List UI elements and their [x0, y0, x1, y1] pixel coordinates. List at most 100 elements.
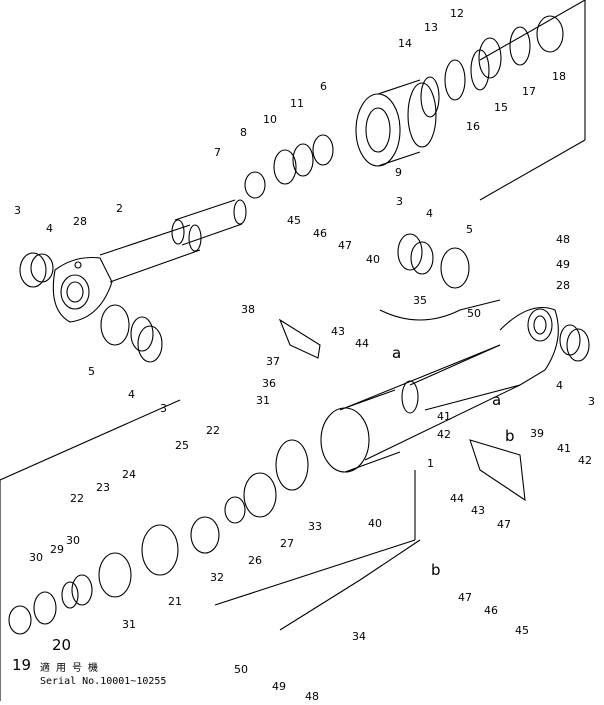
seal-17: [509, 26, 531, 66]
callout-42: 42: [437, 428, 451, 441]
callout-3: 3: [588, 395, 595, 408]
callout-3: 3: [14, 204, 21, 217]
callout-7: 7: [214, 146, 221, 159]
callout-43: 43: [471, 504, 485, 517]
callout-2: 2: [116, 202, 123, 215]
callout-34: 34: [352, 630, 366, 643]
callout-4: 4: [46, 222, 53, 235]
callout-40: 40: [366, 253, 380, 266]
callout-30: 30: [29, 551, 43, 564]
callout-23: 23: [96, 481, 110, 494]
callout-47: 47: [497, 518, 511, 531]
callout-4: 4: [426, 207, 433, 220]
callout-50: 50: [234, 663, 248, 676]
nut-19: [8, 605, 32, 635]
serial-footer: 適 用 号 機 Serial No.10001~10255: [40, 662, 166, 688]
bracket-39: [469, 439, 526, 502]
ring-30: [71, 574, 93, 606]
callout-42: 42: [578, 454, 592, 467]
seal-16: [470, 49, 490, 91]
callout-25: 25: [175, 439, 189, 452]
callout-31: 31: [122, 618, 136, 631]
dust-seal-3a: [19, 252, 47, 288]
snap-ring-4c: [410, 241, 434, 275]
callout-37: 37: [266, 355, 280, 368]
callout-49: 49: [272, 680, 286, 693]
snap-ring-4a: [30, 253, 54, 283]
ring-32: [190, 516, 220, 554]
callout-45: 45: [287, 214, 301, 227]
rod-end: [171, 171, 266, 246]
seal-8: [273, 149, 297, 185]
callout-44: 44: [355, 337, 369, 350]
ref-mark-b: b: [431, 561, 441, 579]
frame-line: [479, 139, 586, 201]
callout-27: 27: [280, 537, 294, 550]
callout-50: 50: [467, 307, 481, 320]
callout-labels: 1 2 3 3 3 3 4 4 4 4 5 5 6 7 8 9 10 11 12…: [12, 7, 595, 703]
callout-48: 48: [305, 690, 319, 701]
hose-35: [379, 299, 501, 321]
callout-26: 26: [248, 554, 262, 567]
seal-13: [444, 59, 466, 101]
callout-40: 40: [368, 517, 382, 530]
callout-48: 48: [556, 233, 570, 246]
callout-46: 46: [313, 227, 327, 240]
callout-46: 46: [484, 604, 498, 617]
applicable-serial-heading: 適 用 号 機: [40, 663, 99, 674]
cylinder-tube: [320, 306, 559, 473]
callout-12: 12: [450, 7, 464, 20]
callout-5: 5: [88, 365, 95, 378]
callout-1: 1: [427, 457, 434, 470]
callout-33: 33: [308, 520, 322, 533]
callout-3: 3: [160, 402, 167, 415]
callout-31: 31: [256, 394, 270, 407]
wear-ring-27: [243, 472, 277, 518]
callout-15: 15: [494, 101, 508, 114]
callout-5: 5: [466, 223, 473, 236]
dust-seal-3c: [397, 233, 423, 271]
piston-rod: [52, 224, 202, 323]
washer-20: [33, 591, 57, 625]
piston-21: [141, 524, 179, 576]
ref-mark-a: a: [392, 344, 401, 362]
ring-31b: [98, 552, 132, 598]
callout-41: 41: [557, 442, 571, 455]
callout-17: 17: [522, 85, 536, 98]
callout-9: 9: [395, 166, 402, 179]
seal-14: [420, 76, 440, 118]
callout-6: 6: [320, 80, 327, 93]
serial-number-range: Serial No.10001~10255: [40, 676, 167, 687]
bushing-5b: [440, 247, 470, 289]
ref-mark-a: a: [492, 391, 501, 409]
callout-44: 44: [450, 492, 464, 505]
seal-18: [536, 15, 564, 53]
callout-22: 22: [206, 424, 220, 437]
callout-10: 10: [263, 113, 277, 126]
callout-24: 24: [122, 468, 136, 481]
callout-45: 45: [515, 624, 529, 637]
callout-28: 28: [73, 215, 87, 228]
callout-36: 36: [262, 377, 276, 390]
ring-31: [275, 439, 309, 491]
callout-22: 22: [70, 492, 84, 505]
callout-11: 11: [290, 97, 304, 110]
callout-18: 18: [552, 70, 566, 83]
callout-19: 19: [12, 656, 31, 674]
snap-ring-4b: [130, 316, 154, 352]
callout-28: 28: [556, 279, 570, 292]
callout-43: 43: [331, 325, 345, 338]
callout-4: 4: [556, 379, 563, 392]
bushing-5a: [100, 304, 130, 346]
callout-35: 35: [413, 294, 427, 307]
seal-11: [312, 134, 334, 166]
callout-3: 3: [396, 195, 403, 208]
dust-seal-3b: [137, 325, 163, 363]
callout-39: 39: [530, 427, 544, 440]
hose-34: [279, 539, 421, 631]
callout-41: 41: [437, 410, 451, 423]
frame-line: [479, 0, 586, 61]
frame-line: [0, 399, 181, 481]
